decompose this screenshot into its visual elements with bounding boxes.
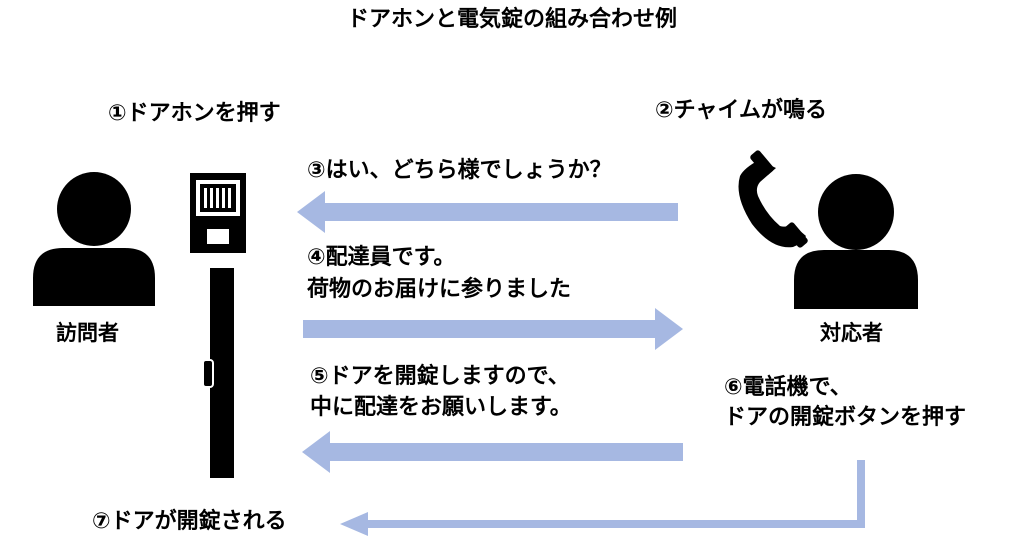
door-icon [202,268,234,478]
step6-line1: ⑥電話機で、 [724,375,852,400]
telephone-handset-icon [738,150,808,248]
step2-label: ②チャイムが鳴る [655,98,827,123]
step5-line2: 中に配達をお願いします。 [310,395,572,420]
responder-person-icon [794,174,918,309]
arrow-greeting [297,191,678,233]
step3-label: ③はい、どちら様でしょうか？ [307,158,612,183]
step1-label: ①ドアホンを押す [108,101,281,126]
arrow-door-unlocked [340,460,865,536]
step4-line2: 荷物のお届けに参りました [307,277,572,302]
visitor-label: 訪問者 [56,321,119,345]
responder-label: 対応者 [820,321,883,345]
visitor-person-icon [33,172,155,306]
step7-label: ⑦ドアが開錠される [92,509,287,534]
step4-line1: ④配達員です。 [307,245,456,270]
arrow-delivery-message [303,308,683,350]
diagram-title: ドアホンと電気錠の組み合わせ例 [346,7,677,32]
intercom-icon [190,173,246,253]
step5-line1: ⑤ドアを開錠しますので、 [310,364,570,389]
arrow-unlock-message [302,431,683,473]
step6-line2: ドアの開錠ボタンを押す [724,405,967,430]
